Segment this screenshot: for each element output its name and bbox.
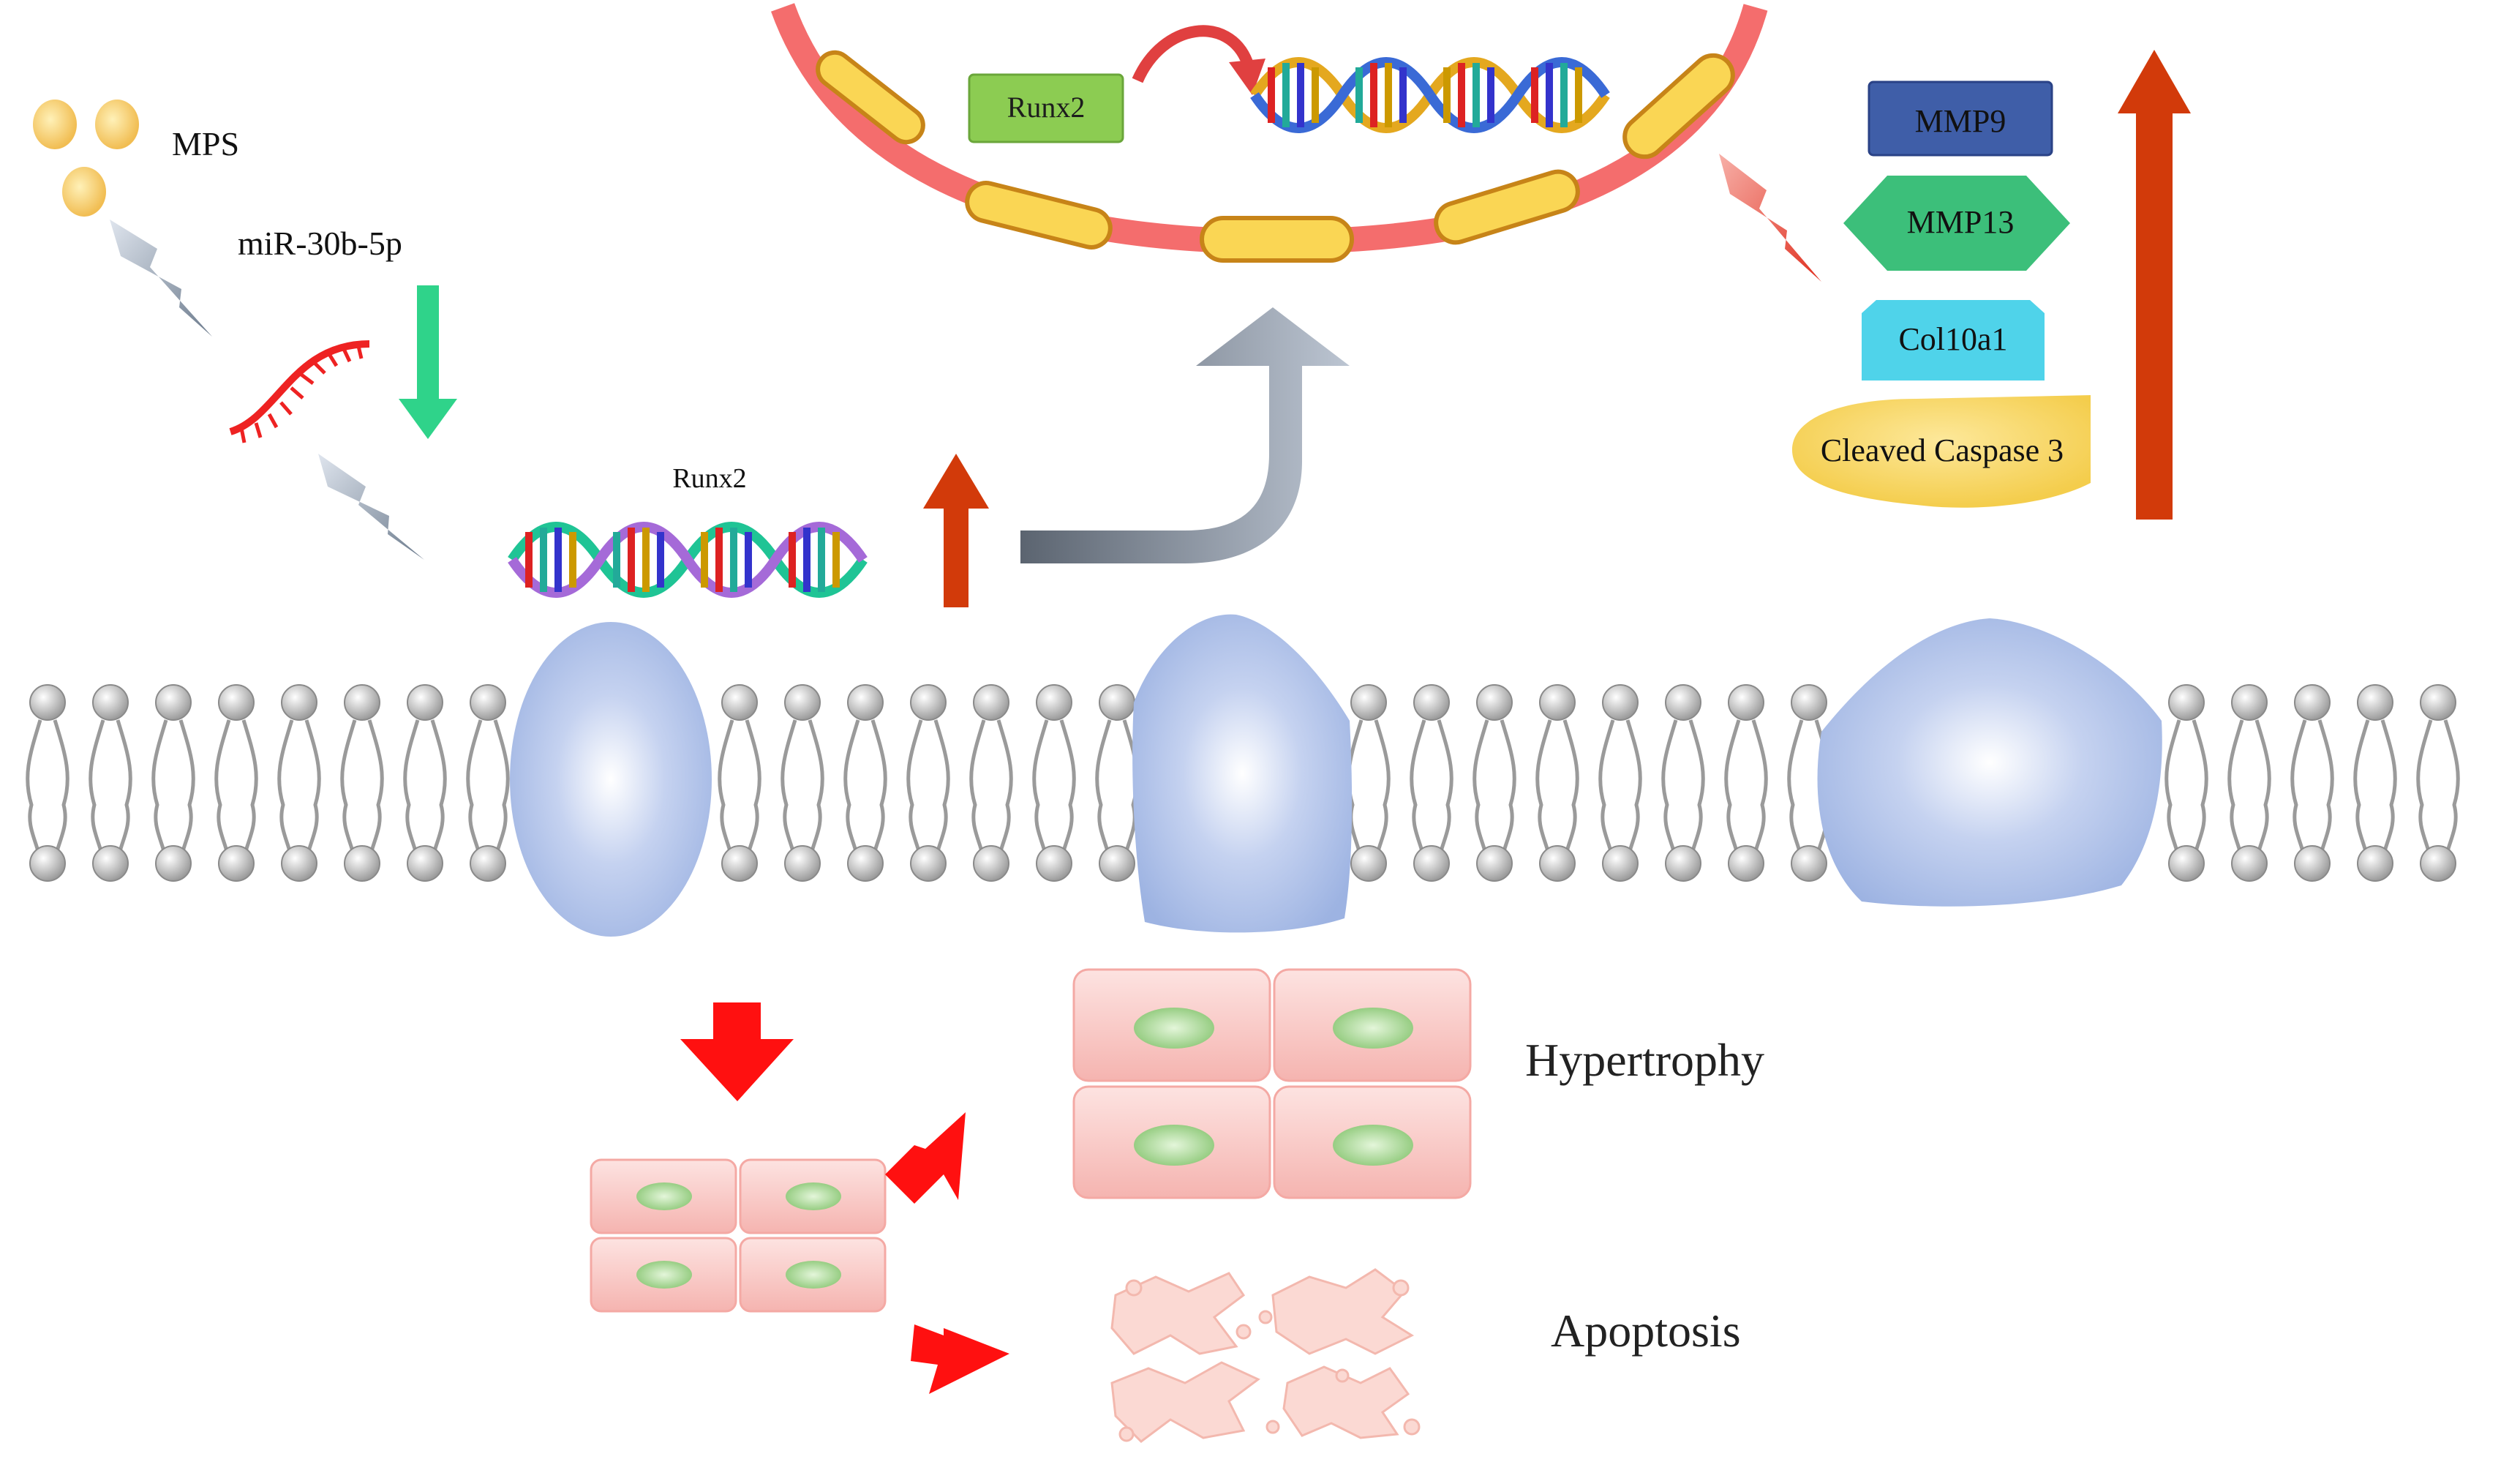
- lipid-unit: [1034, 685, 1075, 881]
- dna-helix-icon: [512, 527, 863, 593]
- up-arrow-icon: [923, 454, 989, 607]
- lightning-icon: [1719, 154, 1821, 282]
- runx2-box: Runx2: [968, 73, 1124, 143]
- lipid-unit: [1663, 685, 1704, 881]
- lipid-unit: [1538, 685, 1578, 881]
- runx2-membrane-label: Runx2: [672, 463, 746, 494]
- lipid-unit: [1349, 685, 1389, 881]
- lipid-unit: [468, 685, 508, 881]
- marker-cleaved-caspase3: Cleaved Caspase 3: [1792, 395, 2091, 508]
- up-arrow-icon: [2118, 50, 2191, 520]
- nuclear-pore: [1434, 169, 1580, 245]
- marker-label: Cleaved Caspase 3: [1821, 432, 2064, 468]
- mirna-label: miR-30b-5p: [238, 225, 402, 262]
- lipid-unit: [971, 685, 1012, 881]
- lipid-unit: [2418, 685, 2459, 881]
- lipid-unit: [909, 685, 949, 881]
- lipid-unit: [1097, 685, 1137, 881]
- mirna-icon: [229, 340, 370, 443]
- lipid-unit: [783, 685, 823, 881]
- lipid-unit: [405, 685, 445, 881]
- lipid-unit: [279, 685, 320, 881]
- lipid-unit: [2355, 685, 2396, 881]
- curved-arrow-icon: [1132, 25, 1265, 95]
- lipid-unit: [217, 685, 257, 881]
- lipid-unit: [342, 685, 383, 881]
- marker-label: MMP9: [1915, 103, 2006, 139]
- lipid-unit: [1412, 685, 1452, 881]
- marker-label: MMP13: [1907, 204, 2015, 240]
- down-arrow-icon: [680, 1002, 794, 1101]
- lipid-unit: [1601, 685, 1641, 881]
- apoptotic-cells: [1110, 1268, 1421, 1443]
- nuclear-pore: [1622, 53, 1735, 160]
- chondrocyte-cluster: [590, 1158, 887, 1313]
- marker-label: Col10a1: [1898, 321, 2007, 357]
- receptor-polygon: [1132, 614, 1353, 933]
- marker-mmp13: MMP13: [1843, 176, 2070, 271]
- nucleus-envelope: [771, 3, 1768, 263]
- lightning-icon: [110, 220, 212, 337]
- curved-arrow-icon: [1020, 307, 1350, 563]
- runx2-nucleus-label: Runx2: [1007, 91, 1086, 124]
- lipid-unit: [846, 685, 886, 881]
- arrow-to-apoptosis-icon: [911, 1324, 1009, 1394]
- receptor-pentagon: [1817, 618, 2162, 907]
- lipid-unit: [1475, 685, 1515, 881]
- dna-helix-icon: [1255, 62, 1606, 128]
- lipid-unit: [2293, 685, 2333, 881]
- hypertrophy-label: Hypertrophy: [1525, 1034, 1764, 1086]
- lipid-unit: [154, 685, 194, 881]
- lipid-unit: [1726, 685, 1767, 881]
- marker-col10a1: Col10a1: [1862, 300, 2045, 381]
- lipid-unit: [720, 685, 760, 881]
- apoptosis-label: Apoptosis: [1551, 1305, 1741, 1357]
- arrow-to-hypertrophy-icon: [885, 1112, 966, 1204]
- receptor-oval: [510, 622, 712, 937]
- nuclear-pore: [965, 181, 1113, 250]
- mps-particles: [33, 100, 139, 217]
- lipid-unit: [91, 685, 131, 881]
- lipid-unit: [28, 685, 68, 881]
- nuclear-pore: [1200, 216, 1354, 263]
- lipid-unit: [2167, 685, 2207, 881]
- hypertrophic-cells: [1072, 968, 1472, 1199]
- mps-label: MPS: [172, 125, 239, 162]
- marker-mmp9: MMP9: [1868, 80, 2053, 157]
- nuclear-pore: [816, 50, 925, 145]
- lipid-unit: [2230, 685, 2270, 881]
- lightning-icon: [318, 454, 424, 560]
- down-arrow-icon: [399, 285, 457, 439]
